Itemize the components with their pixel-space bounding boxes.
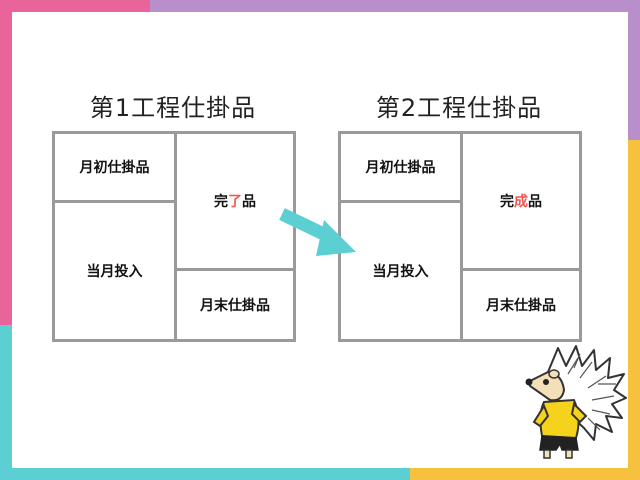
arrow-right-down-icon — [279, 208, 356, 256]
ending-wip-cell: 月末仕掛品 — [486, 298, 556, 314]
frame-yellow-bottom — [410, 468, 640, 480]
beginning-wip-cell: 月初仕掛品 — [79, 160, 150, 176]
current-input-cell: 当月投入 — [86, 264, 143, 280]
ending-wip-cell: 月末仕掛品 — [200, 298, 270, 314]
completed-goods-cell: 完成品 — [463, 134, 579, 268]
frame-pink-left — [0, 0, 12, 325]
frame-yellow-right — [628, 140, 640, 480]
beginning-wip-cell: 月初仕掛品 — [365, 160, 436, 176]
completed-label-pre: 完 — [214, 194, 228, 210]
current-input-cell: 当月投入 — [372, 264, 429, 280]
completed-goods-cell: 完了品 — [177, 134, 293, 268]
completed-label-accent: 了 — [228, 194, 242, 210]
completed-label-pre: 完 — [500, 194, 514, 210]
divider-right — [463, 268, 579, 271]
frame-purple-top — [150, 0, 640, 12]
divider-left — [341, 200, 460, 203]
frame-teal-bottom — [0, 468, 410, 480]
completed-label-accent: 成 — [514, 194, 528, 210]
divider-vertical — [460, 134, 463, 339]
frame-pink-top — [0, 0, 150, 12]
process-1-wip-account: 月初仕掛品 当月投入 完了品 月末仕掛品 — [52, 131, 296, 342]
divider-right — [177, 268, 293, 271]
completed-label-post: 品 — [242, 194, 256, 210]
frame-purple-right — [628, 0, 640, 140]
process-2-wip-account: 月初仕掛品 当月投入 完成品 月末仕掛品 — [338, 131, 582, 342]
completed-label-post: 品 — [528, 194, 542, 210]
process-1-title: 第1工程仕掛品 — [89, 94, 257, 122]
divider-vertical — [174, 134, 177, 339]
frame-teal-left — [0, 325, 12, 480]
process-2-title: 第2工程仕掛品 — [375, 94, 543, 122]
hedgehog-mascot-icon — [525, 345, 627, 459]
divider-left — [55, 200, 174, 203]
